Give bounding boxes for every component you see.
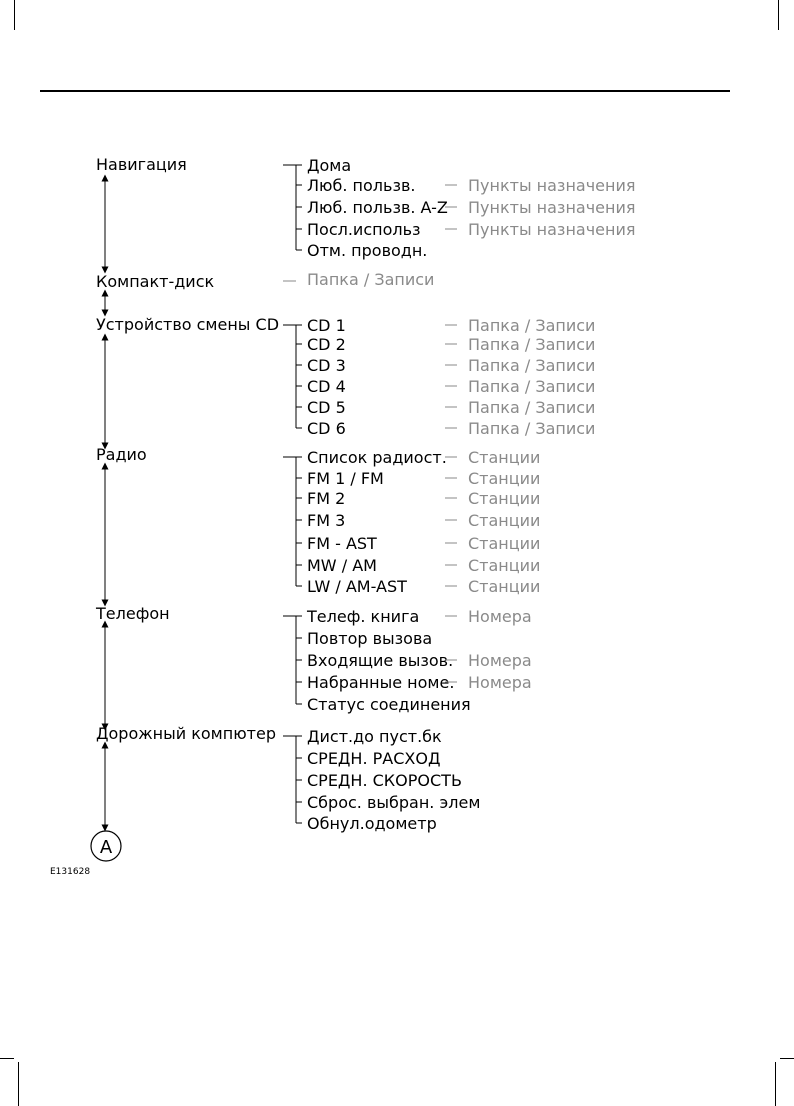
category-label: Радио xyxy=(96,445,147,464)
menu-item: CD 3 xyxy=(307,356,346,375)
category-label: Навигация xyxy=(96,155,187,174)
menu-item: Люб. пользв. A-Z xyxy=(307,198,448,217)
menu-item: MW / AM xyxy=(307,556,377,575)
menu-item-sub-label: Папка / Записи xyxy=(468,316,595,335)
end-marker-circle xyxy=(90,830,122,862)
header-rule xyxy=(40,90,730,92)
menu-item-sub-label: Номера xyxy=(468,651,532,670)
menu-item: Повтор вызова xyxy=(307,629,432,648)
figure-code: E131628 xyxy=(50,867,90,877)
menu-item-sub-label: Папка / Записи xyxy=(468,377,595,396)
crop-mark-right-v xyxy=(775,1062,776,1106)
category-radio: Радио Список радиост. Станции FM 1 / FM Стан… xyxy=(96,445,540,596)
menu-item: Набранные номе. xyxy=(307,673,454,692)
menu-item-sub-label: Станции xyxy=(468,448,540,467)
menu-item: CD 5 xyxy=(307,398,346,417)
menu-item-sub-label: Папка / Записи xyxy=(468,398,595,417)
menu-item: LW / AM-AST xyxy=(307,577,407,596)
category-changer: Устройство смены CD CD 1 Папка / Записи CD … xyxy=(96,315,595,438)
menu-item-sub-label: Папка / Записи xyxy=(468,335,595,354)
menu-item: Список радиост. xyxy=(307,448,447,467)
crop-mark-top-right xyxy=(778,0,779,30)
menu-item: FM 1 / FM xyxy=(307,469,384,488)
menu-item: Входящие вызов. xyxy=(307,651,453,670)
menu-item-sub-label: Станции xyxy=(468,577,540,596)
menu-item-sub-label: Станции xyxy=(468,534,540,553)
menu-item: CD 1 xyxy=(307,316,346,335)
menu-item: Отм. проводн. xyxy=(307,241,427,260)
crop-mark-top-left xyxy=(14,0,15,30)
menu-item: CD 2 xyxy=(307,335,346,354)
category-cd: Компакт-диск Папка / Записи xyxy=(96,270,434,291)
category-label: Телефон xyxy=(95,604,170,623)
menu-item: Сброс. выбран. элем xyxy=(307,793,480,812)
crop-mark-right-h xyxy=(780,1058,794,1059)
menu-item-sub-label: Станции xyxy=(468,511,540,530)
menu-item-sub-label: Пункты назначения xyxy=(468,198,635,217)
menu-item-sub-label: Пункты назначения xyxy=(468,176,635,195)
menu-item: Люб. пользв. xyxy=(307,176,415,195)
crop-mark-left-v xyxy=(18,1062,19,1106)
menu-item: Статус соединения xyxy=(307,695,471,714)
menu-item: FM 3 xyxy=(307,511,345,530)
category-sub-label: Папка / Записи xyxy=(307,270,434,289)
menu-item: CD 4 xyxy=(307,377,346,396)
menu-item: СРЕДН. СКОРОСТЬ xyxy=(307,771,462,790)
menu-item-sub-label: Пункты назначения xyxy=(468,220,635,239)
menu-item-sub-label: Папка / Записи xyxy=(468,356,595,375)
menu-item-sub-label: Номера xyxy=(468,673,532,692)
menu-item: Посл.использ xyxy=(307,220,421,239)
menu-item-sub-label: Папка / Записи xyxy=(468,419,595,438)
menu-item: FM - AST xyxy=(307,534,377,553)
menu-item-sub-label: Номера xyxy=(468,607,532,626)
menu-item: FM 2 xyxy=(307,489,345,508)
menu-item: Телеф. книга xyxy=(306,607,419,626)
menu-item: Обнул.одометр xyxy=(307,814,437,833)
menu-item-sub-label: Станции xyxy=(468,489,540,508)
crop-mark-left-h xyxy=(0,1058,14,1059)
menu-item-sub-label: Станции xyxy=(468,556,540,575)
menu-item-sub-label: Станции xyxy=(468,469,540,488)
menu-item: СРЕДН. РАСХОД xyxy=(307,749,440,768)
category-label: Устройство смены CD xyxy=(96,315,279,334)
menu-item: Дист.до пуст.бк xyxy=(307,727,442,746)
category-label: Компакт-диск xyxy=(96,272,215,291)
category-label: Дорожный компютер xyxy=(96,724,276,743)
end-marker: A xyxy=(90,830,122,862)
menu-item: Дома xyxy=(307,156,351,175)
menu-item: CD 6 xyxy=(307,419,346,438)
end-marker-label: A xyxy=(100,837,113,858)
